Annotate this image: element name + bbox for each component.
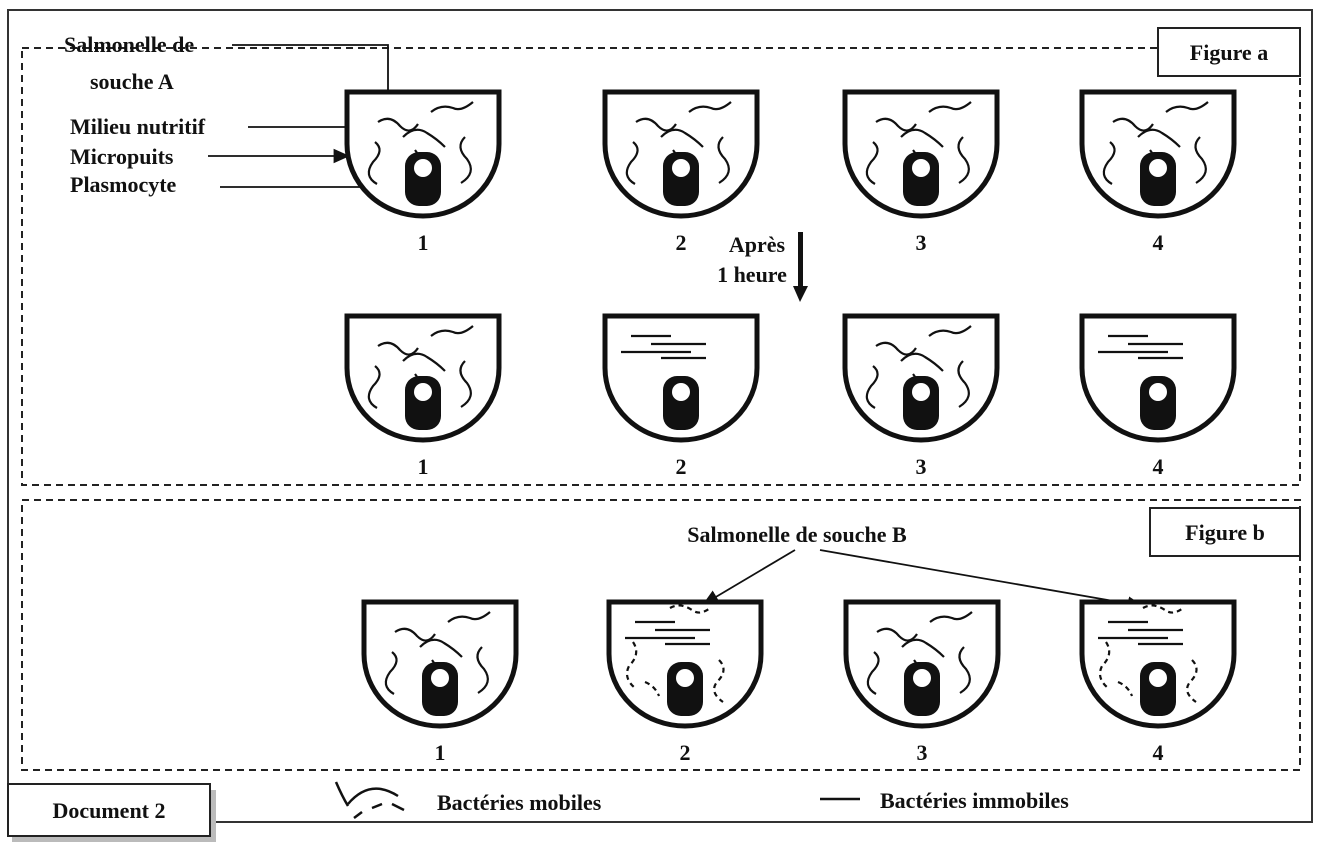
well-a-before-1 [344,89,502,219]
well-a-after-3 [842,313,1000,443]
well-b-4 [1079,599,1237,729]
well-number: 1 [435,740,446,765]
plasmocyte [422,662,458,716]
well-b-3 [843,599,1001,729]
legend-mobile-label: Bactéries mobiles [437,790,602,815]
well-a-before-4 [1079,89,1237,219]
label-salmonelle-a-1: Salmonelle de [64,32,194,57]
plasmocyte [1140,376,1176,430]
well-number: 3 [917,740,928,765]
plasmocyte [663,376,699,430]
mobile-bacteria [367,101,474,185]
well-number: 2 [676,230,687,255]
document-label: Document 2 [52,798,165,823]
label-1-heure: 1 heure [717,262,787,287]
well-number: 4 [1153,230,1164,255]
document-label-box: Document 2 [7,783,216,842]
legend: Bactéries mobiles Bactéries immobiles [334,781,1069,819]
immobile-bacteria [621,334,706,360]
well-number: 1 [418,230,429,255]
salmonelle-b-arrows [702,549,1144,611]
label-milieu-nutritif: Milieu nutritif [70,114,206,139]
plasmocyte [903,152,939,206]
label-plasmocyte: Plasmocyte [70,172,177,197]
well-number: 2 [676,454,687,479]
well-a-before-3 [842,89,1000,219]
well-a-before-2 [602,89,760,219]
plasmocyte [903,376,939,430]
figure-a-title: Figure a [1190,40,1268,65]
mixed-bacteria [1098,604,1198,703]
label-apres: Après [729,232,786,257]
wells: 1 2 3 4 1 2 3 4 1 2 3 4 [344,89,1237,765]
well-b-1 [361,599,519,729]
plasmocyte [405,152,441,206]
label-salmonelle-b: Salmonelle de souche B [687,522,907,547]
mobile-bacteria [865,101,972,185]
well-number: 3 [916,230,927,255]
plasmocyte [663,152,699,206]
figure-a-frame [21,47,1301,486]
well-a-after-2 [602,313,760,443]
label-salmonelle-a-2: souche A [90,69,174,94]
mobile-bacteria-b [625,604,725,703]
plasmocyte [1140,662,1176,716]
well-number: 4 [1153,740,1164,765]
plasmocyte [667,662,703,716]
mobile-bacteria [384,611,491,695]
well-number: 4 [1153,454,1164,479]
well-a-after-4 [1079,313,1237,443]
figure-b-title: Figure b [1185,520,1265,545]
well-a-after-1 [344,313,502,443]
well-b-2 [606,599,764,729]
well-number: 1 [418,454,429,479]
time-arrow [793,232,808,302]
immobile-bacteria [1098,334,1183,360]
legend-immobile-label: Bactéries immobiles [880,788,1069,813]
mobile-bacteria-b [1098,604,1198,703]
well-number: 3 [916,454,927,479]
plasmocyte [1140,152,1176,206]
plasmocyte [405,376,441,430]
plasmocyte [904,662,940,716]
outer-frame [7,9,1313,823]
well-number: 2 [680,740,691,765]
mobile-bacteria-icon [334,781,405,819]
mobile-bacteria [1102,101,1209,185]
mobile-bacteria [625,101,732,185]
label-micropuits: Micropuits [70,144,174,169]
figure-b-title-box: Figure b [1149,507,1301,557]
mixed-bacteria [625,604,725,703]
figure-b-frame [21,499,1301,771]
figure-a-title-box: Figure a [1157,27,1301,77]
